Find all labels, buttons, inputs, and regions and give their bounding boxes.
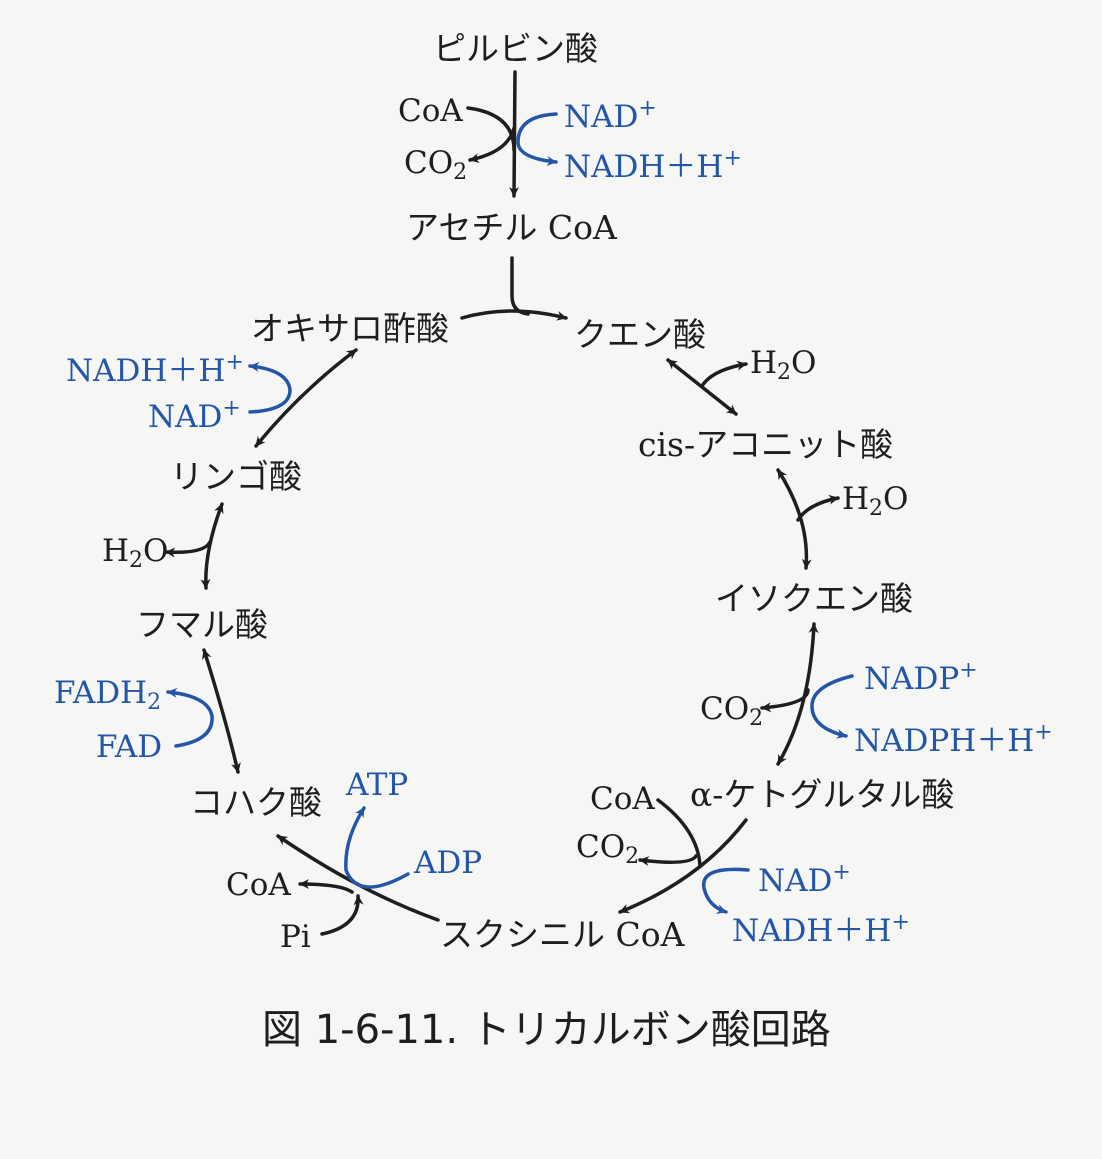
arrow-pyr-nad <box>516 112 558 167</box>
metabolite-pyruvate: ピルビン酸 <box>433 29 598 68</box>
arrow-malate-oxaloacetate <box>254 348 358 448</box>
cofactor-mal-h2o: H2O <box>102 533 169 573</box>
metabolite-alpha-ketoglutarate: α-ケトグルタル酸 <box>690 775 955 814</box>
metabolite-succinate: コハク酸 <box>190 783 322 822</box>
metabolite-cis-aconitate: cis-アコニット酸 <box>638 425 894 464</box>
cofactor-cit-h2o-a: H2O <box>750 345 817 385</box>
cofactor-suc-adp: ADP <box>414 845 483 881</box>
arrow-akg-coa-in <box>656 798 702 868</box>
cofactor-fum-fadh2: FADH2 <box>54 675 162 715</box>
metabolite-fumarate: フマル酸 <box>136 605 268 644</box>
arrow-akg-nad <box>702 867 750 914</box>
cofactor-pyr-nad: NAD+ <box>564 96 657 135</box>
metabolite-succinyl-coa: スクシニル CoA <box>440 915 685 954</box>
arrow-suc-pi-in <box>320 894 364 936</box>
arrow-h2o-a <box>700 360 748 388</box>
arrow-acetylcoa-join <box>510 256 530 316</box>
cofactor-cit-h2o-b: H2O <box>842 481 909 521</box>
arrow-co2-out <box>468 126 516 164</box>
arrow-iso-nadp <box>810 674 854 739</box>
cofactor-iso-co2: CO2 <box>700 691 764 731</box>
cofactor-iso-nadp: NADP+ <box>864 658 978 697</box>
arrow-isocitrate-akg <box>776 622 819 766</box>
metabolite-isocitrate: イソクエン酸 <box>715 579 913 618</box>
figure-caption: 図 1-6-11. トリカルボン酸回路 <box>262 1007 831 1053</box>
arrow-fum-fad <box>166 687 214 748</box>
arrow-akg-to-succinylcoa <box>618 818 748 914</box>
cofactor-iso-nadph: NADPH＋H+ <box>854 720 1053 759</box>
arrow-fumarate-malate <box>200 502 224 590</box>
arrow-oxaloacetate-to-citrate <box>460 309 568 321</box>
cofactor-oxa-nadh: NADH＋H+ <box>66 350 244 389</box>
metabolite-citrate: クエン酸 <box>574 315 706 354</box>
cofactor-suc-coa: CoA <box>226 867 291 903</box>
cofactor-pyr-coa: CoA <box>398 93 463 129</box>
arrow-mal-h2o <box>164 540 212 558</box>
arrow-mal-nad <box>248 361 292 414</box>
arrow-coa-in <box>466 106 516 152</box>
arrow-iso-co2 <box>760 688 810 713</box>
arrow-akg-co2-out <box>638 854 698 867</box>
arrow-suc-coa-out <box>298 879 354 894</box>
cofactor-akg-coa: CoA <box>590 781 655 817</box>
arrow-succinate-fumarate <box>201 648 241 774</box>
cofactor-oxa-nad: NAD+ <box>148 396 241 435</box>
cofactor-suc-atp: ATP <box>346 767 409 803</box>
cofactor-akg-nad: NAD+ <box>758 860 851 899</box>
cofactor-pyr-nadh: NADH＋H+ <box>564 146 742 185</box>
cofactor-akg-nadh: NADH＋H+ <box>732 910 910 949</box>
cofactor-akg-co2: CO2 <box>576 829 640 869</box>
metabolite-acetyl-coa: アセチル CoA <box>406 208 617 247</box>
cofactor-pyr-co2: CO2 <box>404 145 468 185</box>
cofactor-suc-pi: Pi <box>280 919 311 955</box>
metabolite-malate: リンゴ酸 <box>170 457 302 496</box>
cofactor-fum-fad: FAD <box>96 729 163 765</box>
arrow-h2o-b <box>796 494 840 522</box>
arrow-suc-adp-atp <box>344 806 410 889</box>
arrow-pyruvate-to-acetylcoa <box>509 70 520 198</box>
metabolite-oxaloacetate: オキサロ酢酸 <box>251 309 449 348</box>
arrow-cisaconitate-isocitrate <box>776 468 812 570</box>
